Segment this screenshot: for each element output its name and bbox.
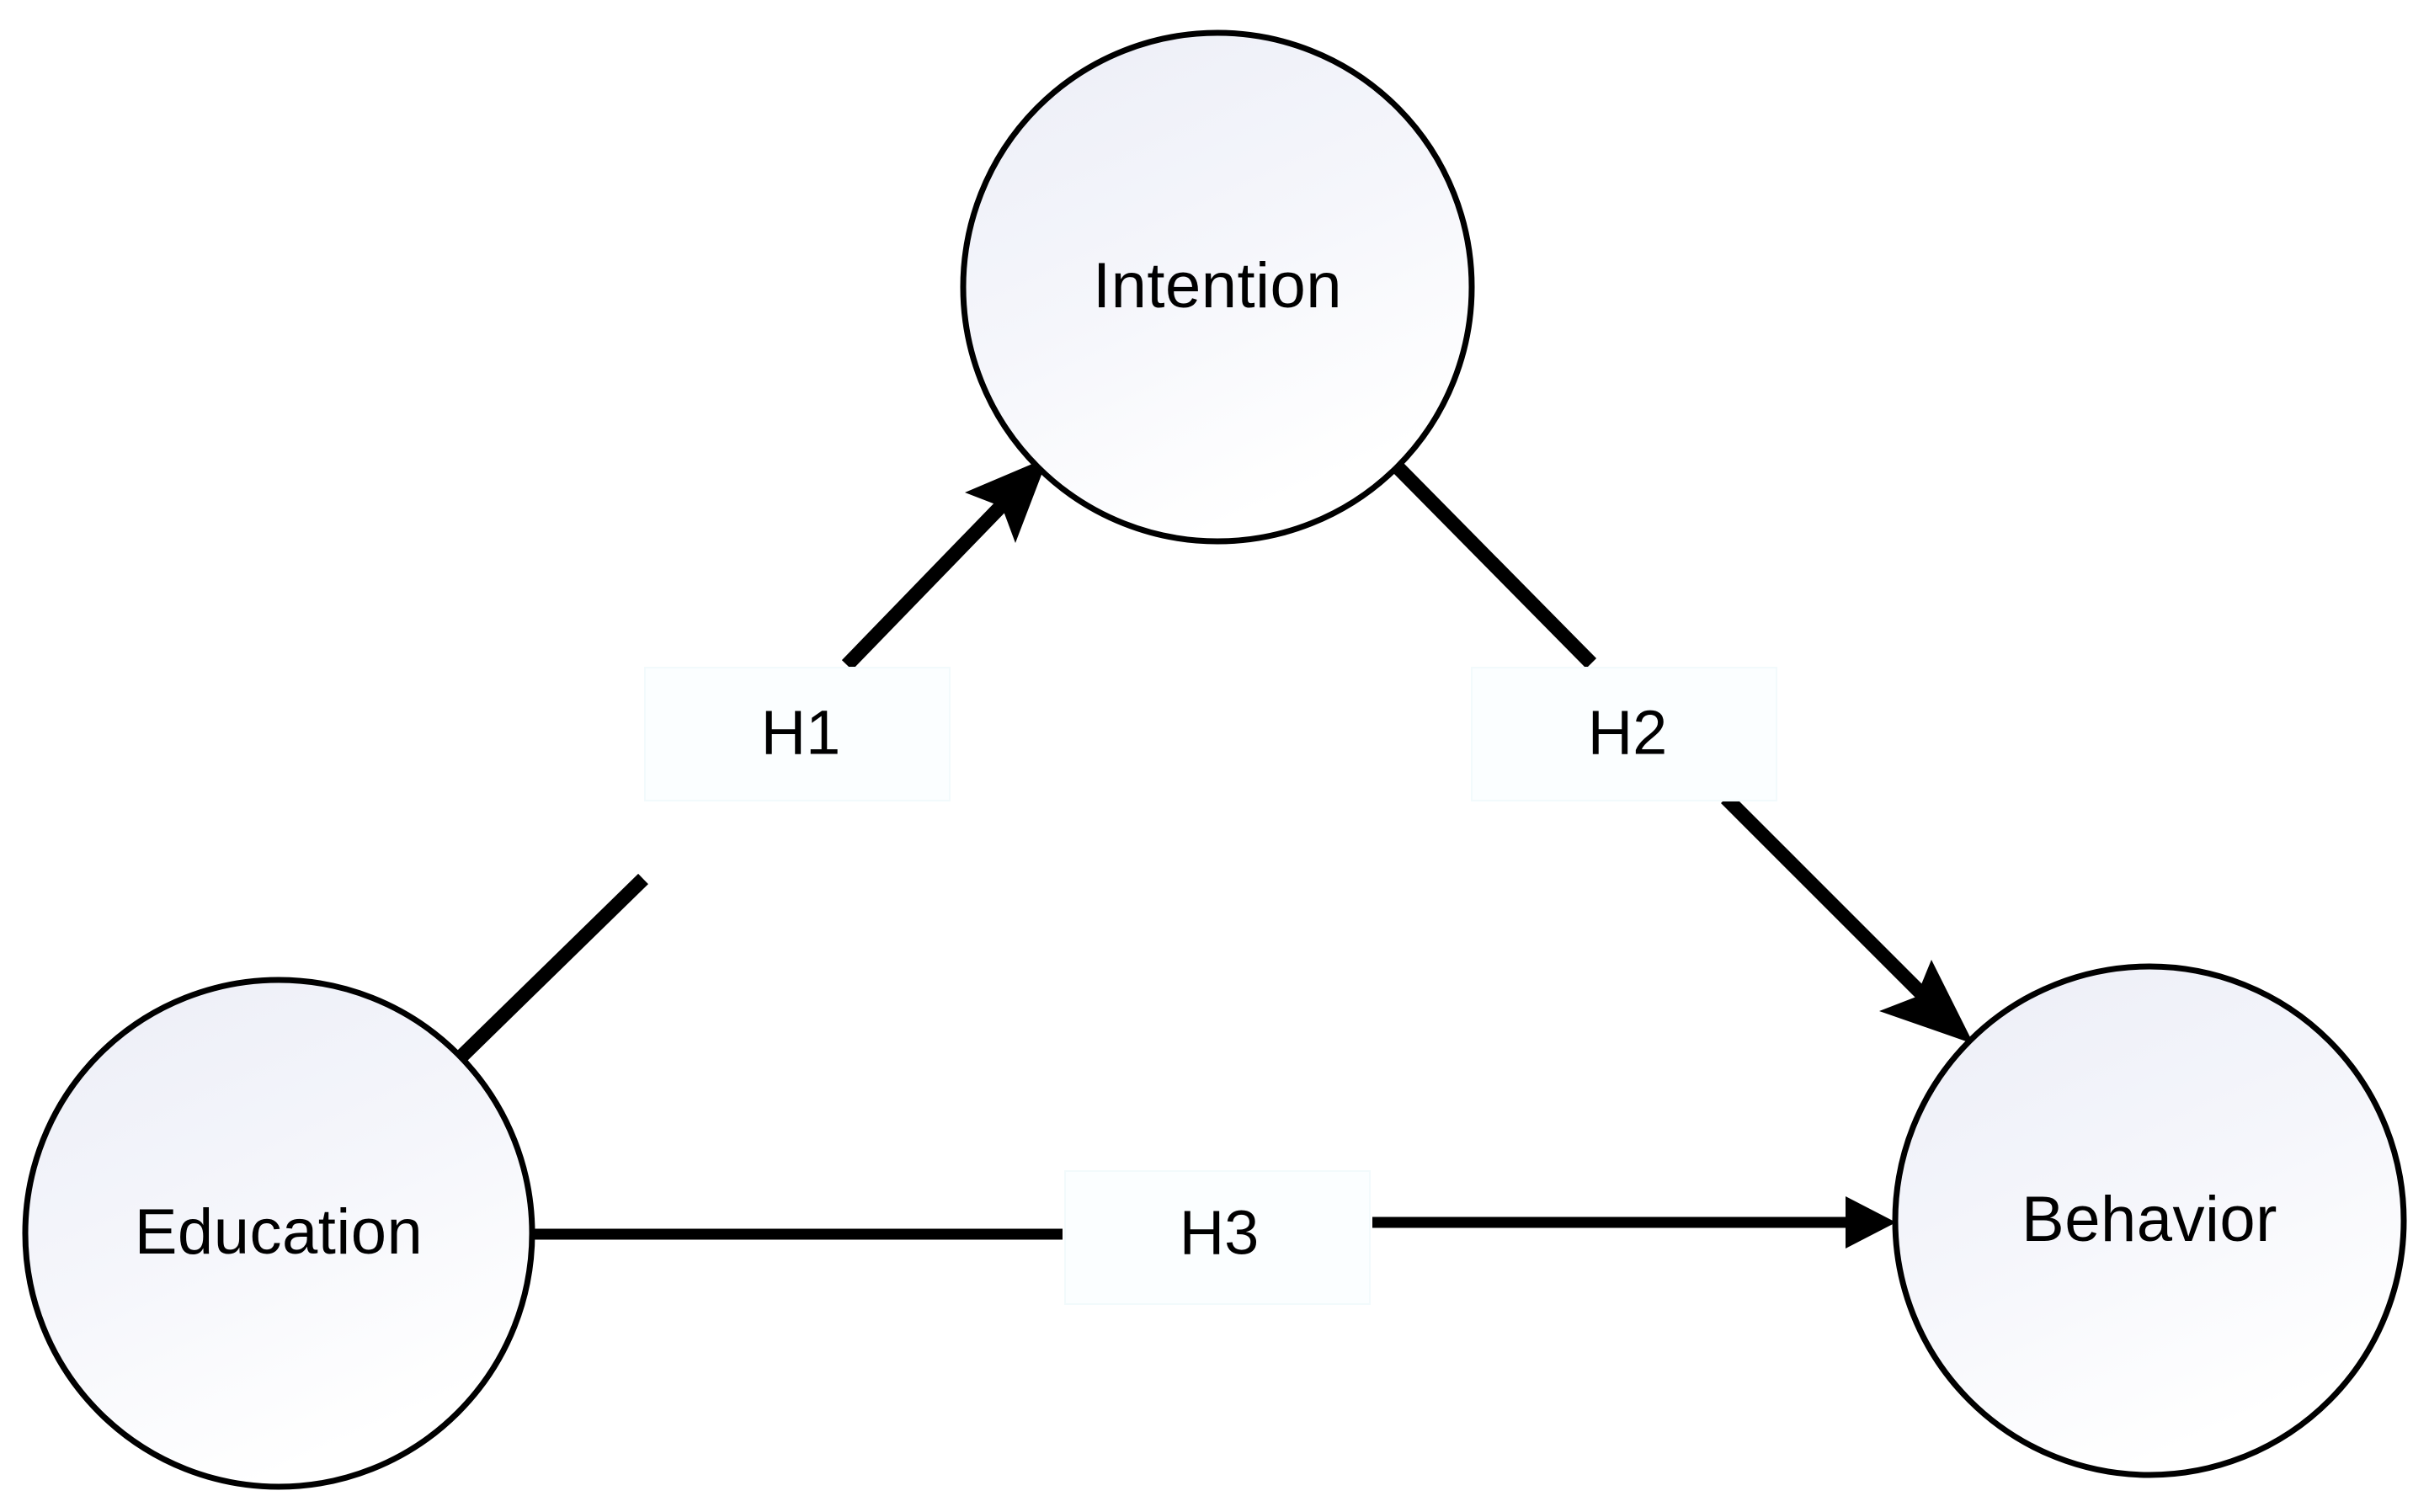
edge-h2[interactable] [1393,463,1974,1044]
node-behavior-label: Behavior [2022,1184,2277,1255]
edge-h1[interactable] [456,457,1048,1062]
edge-h1-arrowhead [965,457,1048,543]
edge-label-h1[interactable]: H1 [644,667,951,801]
edge-h3-arrowhead [1846,1196,1896,1248]
edge-h2-arrowhead [1879,960,1974,1044]
node-intention-circle [960,29,1475,545]
node-behavior-circle [1892,963,2407,1478]
node-education-circle [22,977,535,1490]
edge-h1-line-lower [456,873,648,1062]
node-behavior[interactable]: Behavior [1892,963,2407,1478]
edge-label-h2-backdrop [1471,667,1777,801]
edge-label-h3-text: H3 [1180,1198,1260,1268]
edge-label-h3[interactable]: H3 [1064,1170,1371,1305]
node-intention[interactable]: Intention [960,29,1475,545]
edge-label-h3-backdrop [1064,1170,1371,1305]
edge-label-h1-backdrop [644,667,951,801]
edge-h3[interactable] [534,1196,1896,1248]
edge-label-h2[interactable]: H2 [1471,667,1777,801]
edge-h2-line-lower [1720,792,1958,1030]
edge-label-h2-text: H2 [1588,698,1668,768]
edge-label-h1-text: H1 [761,698,841,768]
edge-h2-line-upper [1393,463,1597,668]
node-intention-label: Intention [1093,250,1342,322]
node-education[interactable]: Education [22,977,535,1490]
node-education-label: Education [135,1196,423,1268]
